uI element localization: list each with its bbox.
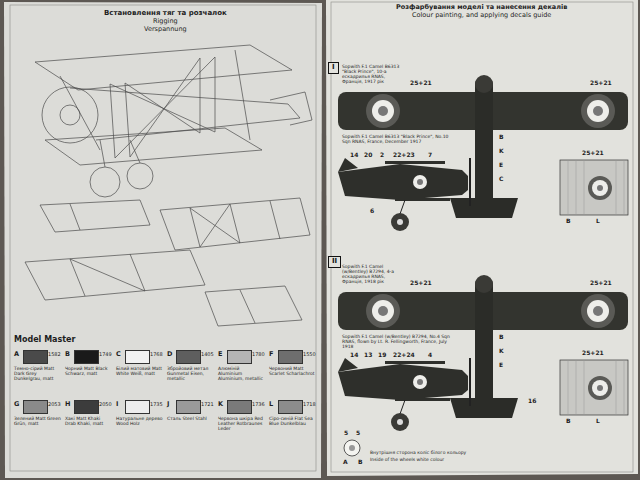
paint-brand: Model Master	[14, 336, 75, 345]
scheme-description: Sopwith F.1 Camel (w/Bentley) B7294, 4-а…	[342, 264, 402, 284]
callout-number: 14	[350, 352, 358, 359]
paint-code: 1735	[150, 402, 163, 408]
paint-code: 1550	[303, 352, 316, 358]
paint-swatch	[227, 400, 252, 414]
callout-number: K	[499, 148, 504, 155]
callout-number: L	[596, 218, 600, 225]
paint-swatch	[74, 400, 99, 414]
paint-name: Алюміній Aluminium Aluminium, metallic	[218, 366, 265, 381]
callout-number: 20	[364, 152, 372, 159]
callout-number: 25+21	[410, 80, 432, 87]
paint-letter: I	[116, 401, 118, 408]
paint-letter: L	[269, 401, 273, 408]
paint-name: Темно-сірий Matt Dark Grey Dunkelgrau, m…	[14, 366, 61, 381]
paint-swatch	[278, 350, 303, 364]
callout-number: 22+24	[393, 352, 415, 359]
callout-number: 4	[428, 352, 432, 359]
callout-number: 22+23	[393, 152, 415, 159]
callout-number: 25+21	[582, 350, 604, 357]
paint-code: 1749	[99, 352, 112, 358]
paint-swatch	[23, 350, 48, 364]
paint-code: 1582	[48, 352, 61, 358]
callout-number: L	[596, 418, 600, 425]
paint-swatch	[176, 400, 201, 414]
paint-swatch	[23, 400, 48, 414]
paint-letter: K	[218, 401, 223, 408]
callout-number: C	[499, 176, 503, 183]
callout-number: 13	[364, 352, 372, 359]
note-text: Внутрішня сторона коліс білого кольору	[370, 450, 466, 455]
callout-number: 25+21	[590, 280, 612, 287]
paint-swatch	[176, 350, 201, 364]
page-heading: Colour painting, and applying decals gui…	[412, 12, 551, 19]
page-heading: Розфарбування моделі та нанесення декалі…	[396, 4, 567, 11]
paint-swatch	[278, 400, 303, 414]
callout-number: 5	[356, 430, 360, 437]
paint-code: 2053	[48, 402, 61, 408]
callout-number: 25+21	[582, 150, 604, 157]
callout-number: 14	[350, 152, 358, 159]
paint-code: 1718	[303, 402, 316, 408]
callout-number: B	[499, 334, 504, 341]
callout-number: B	[358, 459, 363, 466]
callout-number: A	[343, 459, 348, 466]
callout-number: 5	[344, 430, 348, 437]
paint-swatch	[227, 350, 252, 364]
note-text: Inside of the wheels white colour	[370, 457, 444, 462]
page-heading: Встановлення тяг та розчалок	[104, 10, 227, 18]
callout-number: K	[499, 348, 504, 355]
paint-name: Збройовий метал Gunmetal Eisen, metallic	[167, 366, 214, 381]
section-number-box: I	[328, 62, 339, 74]
paint-letter: C	[116, 351, 121, 358]
callout-number: 2	[380, 152, 384, 159]
paint-name: Червона шкіра Red Leather Rotbraunes Led…	[218, 416, 265, 431]
callout-number: B	[499, 134, 504, 141]
paint-letter: G	[14, 401, 19, 408]
callout-number: 16	[528, 398, 536, 405]
paint-name: Сталь Steel Stahl	[167, 416, 214, 421]
paint-swatch	[74, 350, 99, 364]
paint-name: Зелений Matt Green Grün, matt	[14, 416, 61, 426]
paint-code: 1780	[252, 352, 265, 358]
paint-letter: D	[167, 351, 172, 358]
paint-swatch	[125, 400, 150, 414]
paint-name: Чорний Matt Black Schwarz, matt	[65, 366, 112, 376]
paint-name: Натуральне дерево Wood Holz	[116, 416, 163, 426]
callout-number: 25+21	[410, 280, 432, 287]
paint-code: 2050	[99, 402, 112, 408]
section-number-box: II	[328, 256, 341, 268]
paint-letter: A	[14, 351, 19, 358]
section-number: II	[332, 258, 337, 266]
paint-code: 1405	[201, 352, 214, 358]
callout-number: B	[566, 218, 571, 225]
callout-number: E	[499, 162, 503, 169]
paint-name: Червоний Matt Scarlet Scharlachrot	[269, 366, 316, 376]
paint-code: 1721	[201, 402, 214, 408]
scheme-description: Sopwith F.1 Camel B6313 "Black Prince", …	[342, 64, 402, 84]
callout-number: B	[566, 418, 571, 425]
callout-number: 7	[428, 152, 432, 159]
paint-letter: E	[218, 351, 222, 358]
callout-number: 6	[370, 208, 374, 215]
paint-letter: F	[269, 351, 273, 358]
paint-code: 1736	[252, 402, 265, 408]
page-heading: Verspannung	[144, 26, 187, 33]
paint-letter: B	[65, 351, 70, 358]
callout-number: 25+21	[590, 80, 612, 87]
paint-swatch	[125, 350, 150, 364]
scheme-description: Sopwith F.1 Camel B6313 "Black Prince", …	[342, 134, 454, 144]
callout-number: 19	[378, 352, 386, 359]
scheme-description: Sopwith F.1 Camel (w/Bentley) B7294, No.…	[342, 334, 454, 349]
paint-name: Білий матовий Matt White Weiß, matt	[116, 366, 163, 376]
section-number: I	[332, 64, 335, 72]
paint-letter: H	[65, 401, 70, 408]
callout-number: E	[499, 362, 503, 369]
paint-code: 1768	[150, 352, 163, 358]
paint-name: Сіро-синій Flat Sea Blue Dunkelblau	[269, 416, 316, 426]
paint-letter: J	[167, 401, 169, 408]
page-heading: Rigging	[153, 18, 178, 25]
paint-name: Хакі Matt Khaki Drab Khaki, matt	[65, 416, 112, 426]
